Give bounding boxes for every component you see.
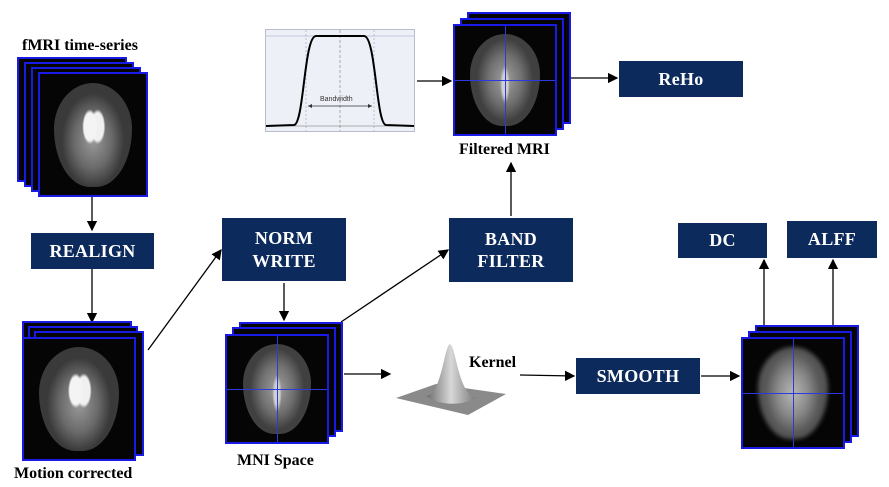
mni-space-label: MNI Space	[237, 452, 314, 469]
mri-slice-front	[225, 334, 329, 444]
motion-corrected-stack	[22, 321, 150, 461]
smooth-box: SMOOTH	[576, 358, 700, 394]
realign-box: REALIGN	[31, 233, 154, 269]
filtered-mri-stack	[453, 12, 573, 137]
mri-slice-front	[22, 337, 136, 461]
dc-label: DC	[709, 230, 736, 251]
band-filter-box: BAND FILTER	[449, 218, 573, 282]
crosshair-vertical	[793, 339, 794, 447]
alff-box: ALFF	[787, 221, 877, 258]
gaussian-kernel	[396, 340, 506, 415]
norm-label: NORM	[254, 228, 314, 248]
arrow-kernel-to-smooth	[519, 370, 576, 382]
mri-slice-front	[38, 72, 148, 197]
mri-slice-front	[453, 24, 557, 136]
brain-image	[54, 82, 132, 187]
arrow-mni-to-band	[340, 249, 450, 323]
motion-corrected-label: Motion corrected	[14, 465, 133, 482]
fmri-image-stack	[17, 57, 148, 197]
bandwidth-label: Bandwidth	[320, 96, 353, 103]
mni-space-stack	[225, 322, 345, 447]
brain-image	[39, 347, 119, 451]
smooth-label: SMOOTH	[596, 365, 680, 386]
kernel-label: Kernel	[469, 354, 517, 371]
crosshair-vertical	[505, 26, 506, 134]
reho-label: ReHo	[658, 68, 704, 89]
filter-curve	[265, 30, 415, 131]
write-label: WRITE	[252, 250, 316, 271]
filter-label: FILTER	[477, 251, 545, 271]
realign-label: REALIGN	[49, 240, 136, 261]
filtered-mri-label: Filtered MRI	[459, 141, 550, 158]
smoothed-image-stack	[741, 325, 861, 450]
reho-box: ReHo	[619, 61, 743, 97]
dc-box: DC	[678, 223, 767, 258]
norm-write-box: NORM WRITE	[222, 218, 346, 281]
arrow-motion-to-norm	[147, 248, 222, 351]
band-label: BAND	[484, 228, 538, 249]
bandpass-filter-plot: Bandwidth	[265, 29, 415, 132]
crosshair-vertical	[277, 336, 278, 442]
fmri-timeseries-label: fMRI time-series	[22, 37, 138, 54]
mri-slice-front	[741, 337, 845, 449]
alff-label: ALFF	[807, 229, 857, 250]
